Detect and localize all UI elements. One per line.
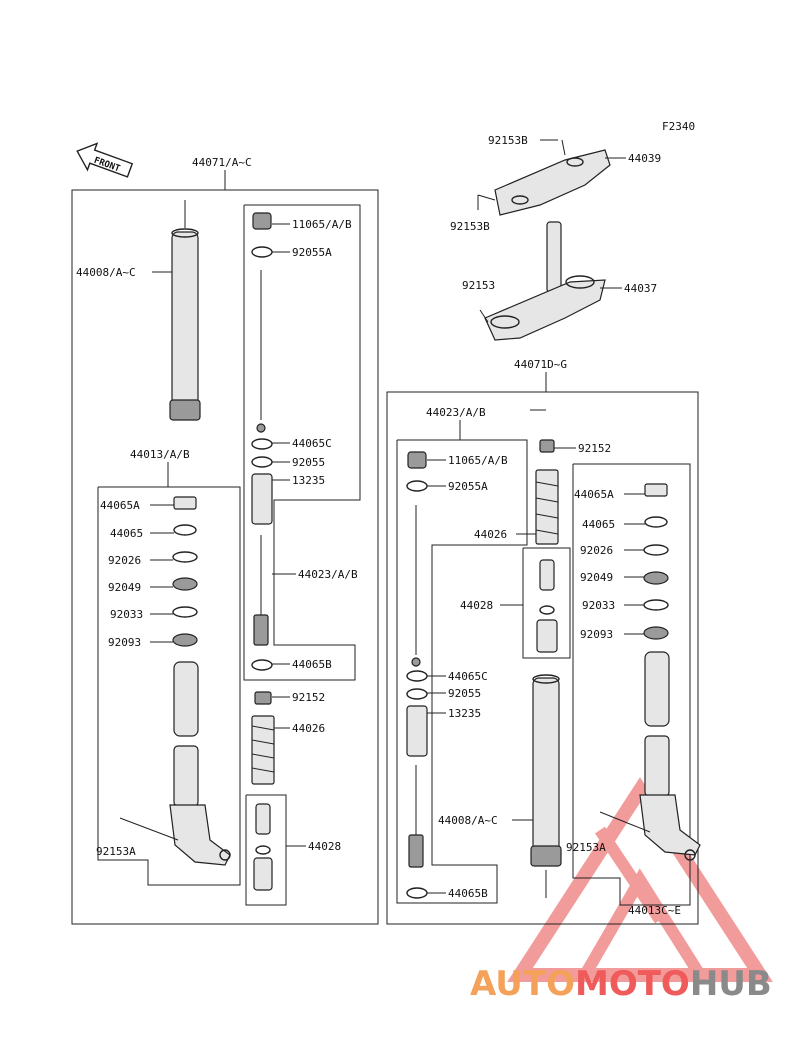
lower-triple-clamp bbox=[479, 221, 606, 341]
label-44023-left: 44023/A/B bbox=[298, 568, 358, 581]
label-44065b-right: 44065B bbox=[448, 887, 488, 900]
label-13235-left: 13235 bbox=[292, 474, 325, 487]
right-assembly-frames bbox=[386, 372, 699, 925]
right-seals-stack bbox=[643, 483, 669, 640]
label-92033-right: 92033 bbox=[582, 599, 615, 612]
label-92049-left: 92049 bbox=[108, 581, 141, 594]
label-92153: 92153 bbox=[462, 279, 495, 292]
label-44071-a-c: 44071/A~C bbox=[192, 156, 252, 169]
leader-lines bbox=[150, 139, 645, 894]
label-44008-left: 44008/A~C bbox=[76, 266, 136, 279]
label-92033-left: 92033 bbox=[110, 608, 143, 621]
right-inner-tube bbox=[599, 651, 701, 861]
label-44065-right: 44065 bbox=[582, 518, 615, 531]
label-44026-left: 44026 bbox=[292, 722, 325, 735]
right-spring-group bbox=[535, 469, 559, 653]
label-44028-right: 44028 bbox=[460, 599, 493, 612]
label-44065-left: 44065 bbox=[110, 527, 143, 540]
label-92153b-mid: 92153B bbox=[450, 220, 490, 233]
label-44065a-left: 44065A bbox=[100, 499, 140, 512]
label-44026-right: 44026 bbox=[474, 528, 507, 541]
right-outer-tube bbox=[530, 674, 562, 898]
label-11065-right: 11065/A/B bbox=[448, 454, 508, 467]
figure-code: F2340 bbox=[662, 120, 695, 133]
label-44008-right: 44008/A~C bbox=[438, 814, 498, 827]
label-92153a-right: 92153A bbox=[566, 841, 606, 854]
label-92055-right: 92055 bbox=[448, 687, 481, 700]
watermark-part1: AUTO bbox=[470, 964, 575, 1004]
left-cartridge bbox=[251, 212, 273, 671]
label-44065c-right: 44065C bbox=[448, 670, 488, 683]
label-92153b-top: 92153B bbox=[488, 134, 528, 147]
left-spring-group bbox=[251, 691, 275, 891]
watermark-part3: HUB bbox=[690, 964, 772, 1004]
svg-text:AUTOMOTOHUB: AUTOMOTOHUB bbox=[470, 964, 772, 1004]
label-92152-left: 92152 bbox=[292, 691, 325, 704]
label-92093-right: 92093 bbox=[580, 628, 613, 641]
label-92153a-left: 92153A bbox=[96, 845, 136, 858]
label-44039: 44039 bbox=[628, 152, 661, 165]
label-44065a-right: 44065A bbox=[574, 488, 614, 501]
front-arrow-icon: FRONT bbox=[76, 142, 134, 178]
label-44023-right: 44023/A/B bbox=[426, 406, 486, 419]
label-92055a-right: 92055A bbox=[448, 480, 488, 493]
label-11065-left: 11065/A/B bbox=[292, 218, 352, 231]
left-inner-tube bbox=[119, 661, 231, 866]
upper-triple-clamp bbox=[477, 139, 611, 216]
label-92055a-left: 92055A bbox=[292, 246, 332, 259]
watermark-text: AUTOMOTOHUB bbox=[470, 964, 772, 1004]
label-44037: 44037 bbox=[624, 282, 657, 295]
label-92026-left: 92026 bbox=[108, 554, 141, 567]
label-44071-d-g: 44071D~G bbox=[514, 358, 567, 371]
label-92152-right: 92152 bbox=[578, 442, 611, 455]
part-labels: 44071/A~C 44008/A~C 11065/A/B 92055A 440… bbox=[76, 134, 681, 917]
label-92049-right: 92049 bbox=[580, 571, 613, 584]
label-44065c-left: 44065C bbox=[292, 437, 332, 450]
left-outer-tube bbox=[169, 200, 201, 421]
label-44065b-left: 44065B bbox=[292, 658, 332, 671]
right-cartridge bbox=[406, 409, 555, 899]
left-assembly-frames bbox=[71, 170, 379, 925]
watermark-part2: MOTO bbox=[575, 964, 690, 1004]
label-44013c-e: 44013C~E bbox=[628, 904, 681, 917]
label-92026-right: 92026 bbox=[580, 544, 613, 557]
left-seals-stack bbox=[172, 496, 198, 647]
label-92055-left: 92055 bbox=[292, 456, 325, 469]
label-44028-left: 44028 bbox=[308, 840, 341, 853]
label-92093-left: 92093 bbox=[108, 636, 141, 649]
label-13235-right: 13235 bbox=[448, 707, 481, 720]
label-44013-a-b: 44013/A/B bbox=[130, 448, 190, 461]
